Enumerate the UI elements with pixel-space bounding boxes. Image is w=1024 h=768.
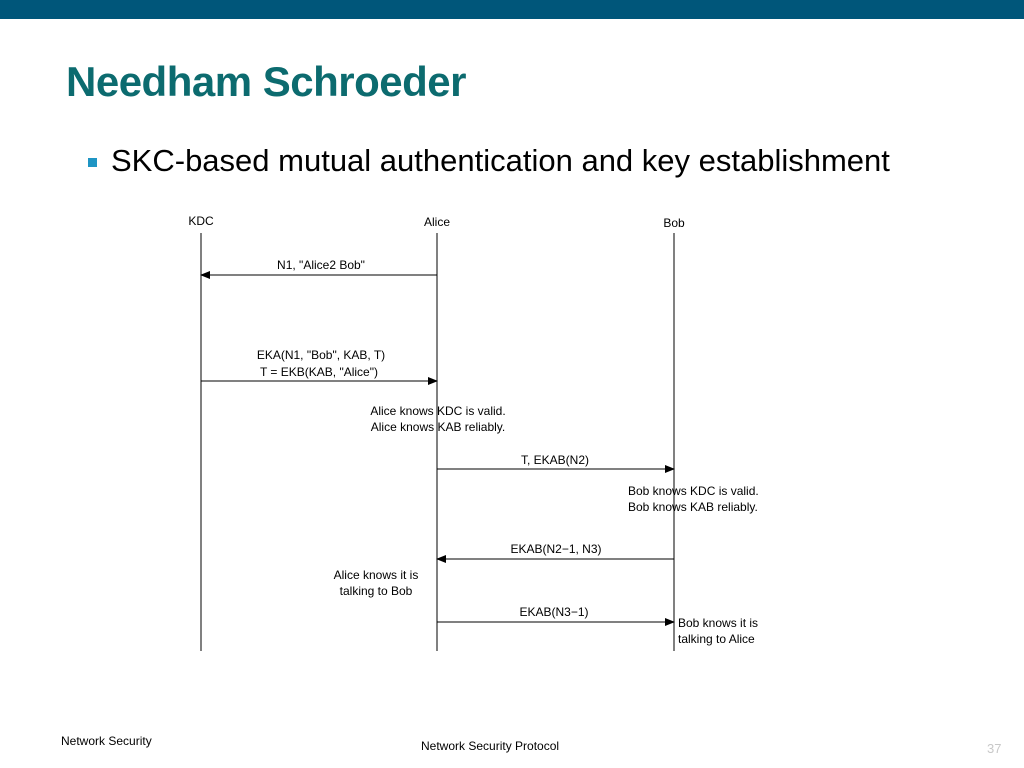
note-alice-kdc-valid: Alice knows KDC is valid.: [370, 404, 505, 418]
note-bob-kab-reliable: Bob knows KAB reliably.: [628, 500, 758, 514]
note-alice-talking-line-1: Alice knows it is: [334, 568, 419, 582]
message-label-1: N1, "Alice2 Bob": [277, 258, 365, 272]
participant-alice: Alice: [424, 215, 450, 229]
participant-kdc: KDC: [188, 214, 214, 228]
bullet-item: SKC-based mutual authentication and key …: [88, 143, 890, 179]
slide-title: Needham Schroeder: [66, 58, 466, 105]
footer-left: Network Security: [61, 734, 152, 748]
bullet-square-icon: [88, 157, 97, 167]
message-label-2-line-2: T = EKB(KAB, "Alice"): [260, 365, 378, 379]
note-alice-talking-line-2: talking to Bob: [340, 584, 413, 598]
note-alice-kab-reliable: Alice knows KAB reliably.: [371, 420, 506, 434]
message-label-2-line-1: EKA(N1, "Bob", KAB, T): [257, 348, 385, 362]
page-number: 37: [987, 741, 1002, 756]
message-label-4: EKAB(N2−1, N3): [510, 542, 601, 556]
participant-bob: Bob: [663, 216, 685, 230]
bullet-text: SKC-based mutual authentication and key …: [111, 143, 890, 178]
note-bob-talking-line-1: Bob knows it is: [678, 616, 758, 630]
footer-center: Network Security Protocol: [421, 739, 560, 753]
note-bob-talking-line-2: talking to Alice: [678, 632, 755, 646]
message-label-5: EKAB(N3−1): [519, 605, 588, 619]
note-bob-kdc-valid: Bob knows KDC is valid.: [628, 484, 759, 498]
message-label-3: T, EKAB(N2): [521, 453, 589, 467]
top-accent-bar: [0, 0, 1024, 19]
